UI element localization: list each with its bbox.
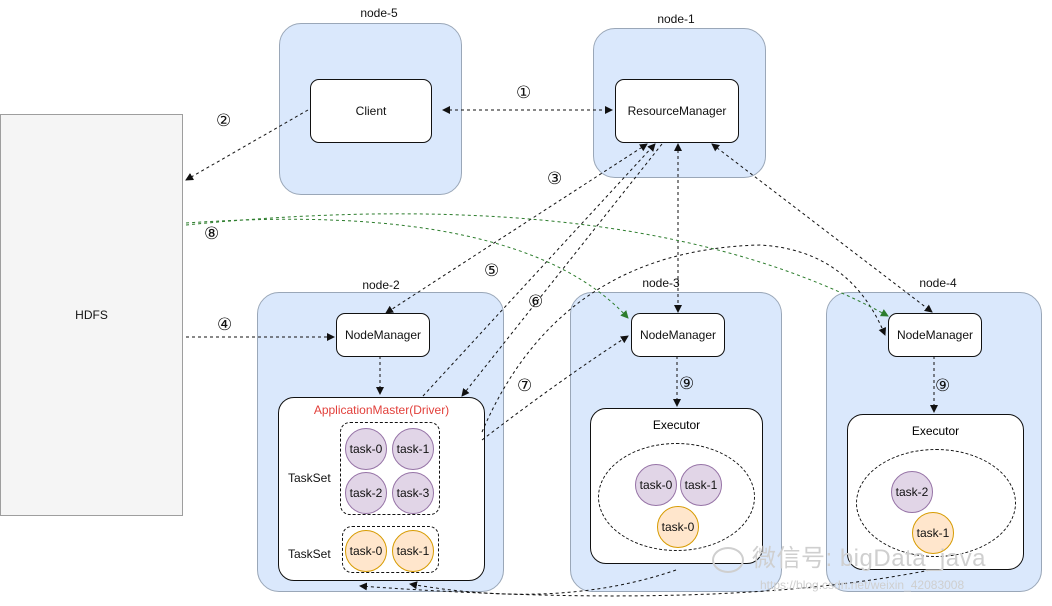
node5-label: node-5 — [360, 6, 398, 20]
arrow-am-rm — [422, 143, 656, 397]
executor3-task: task-0 — [635, 464, 677, 506]
node4-nodemanager-box: NodeManager — [888, 313, 982, 357]
taskset2-group — [342, 526, 439, 573]
taskset1-label: TaskSet — [288, 471, 331, 485]
application-master-label: ApplicationMaster(Driver) — [313, 403, 450, 417]
arrow-am-nm4 — [481, 244, 887, 433]
arrow-exec4-taskset — [359, 569, 931, 597]
node2-nodemanager-label: NodeManager — [344, 328, 422, 342]
watermark: 微信号: bigData_java — [712, 538, 986, 573]
node3-executor-panel: Executor task-0 task-1 task-0 — [590, 408, 763, 564]
step-6-label: ⑥ — [528, 292, 544, 311]
watermark-text: 微信号: bigData_java — [752, 545, 986, 572]
step-4-label: ④ — [217, 315, 233, 334]
step-2-label: ② — [216, 111, 232, 130]
step-9-label-node3: ⑨ — [679, 374, 695, 393]
taskset2-task: task-1 — [392, 530, 434, 572]
step-3-label: ③ — [547, 169, 563, 188]
arrow-exec3-taskset — [409, 569, 677, 595]
node3-executor-oval — [598, 443, 755, 551]
taskset1-task: task-2 — [345, 472, 387, 514]
arrow-rm-nm2 — [385, 143, 648, 314]
taskset1-task: task-0 — [345, 428, 387, 470]
application-master-panel: ApplicationMaster(Driver) TaskSet TaskSe… — [278, 397, 485, 581]
arrow-hdfs-nm4 — [185, 213, 889, 317]
executor3-task: task-0 — [657, 506, 699, 548]
node3-executor-label: Executor — [652, 418, 701, 432]
executor4-task: task-1 — [912, 512, 954, 554]
node4-nodemanager-label: NodeManager — [896, 328, 974, 342]
client-label: Client — [355, 104, 387, 118]
resource-manager-label: ResourceManager — [627, 104, 727, 118]
node3-nodemanager-box: NodeManager — [631, 313, 725, 357]
step-5-label: ⑤ — [484, 261, 500, 280]
hdfs-box: HDFS — [0, 114, 183, 516]
hdfs-label: HDFS — [75, 308, 108, 322]
taskset2-label: TaskSet — [288, 547, 331, 561]
node4-executor-label: Executor — [911, 424, 960, 438]
watermark-url: https://blog.csdn.net/weixin_42083008 — [760, 578, 965, 592]
node4-container: NodeManager Executor task-2 task-1 — [826, 292, 1042, 592]
step-9-label-node4: ⑨ — [935, 376, 951, 395]
node1-label: node-1 — [657, 12, 695, 26]
node2-container: NodeManager ApplicationMaster(Driver) Ta… — [257, 292, 504, 592]
step-7-label: ⑦ — [517, 376, 533, 395]
taskset1-task: task-3 — [392, 472, 434, 514]
wechat-icon — [712, 546, 744, 573]
arrow-hdfs-nm3 — [185, 218, 629, 319]
taskset2-task: task-0 — [345, 530, 387, 572]
executor4-task: task-2 — [891, 471, 933, 513]
executor3-task: task-1 — [680, 464, 722, 506]
arrow-rm-nm4 — [711, 143, 933, 313]
node3-container: NodeManager Executor task-0 task-1 task-… — [570, 292, 782, 592]
arrow-client-hdfs — [185, 109, 309, 181]
step-1-label: ① — [516, 83, 532, 102]
node4-executor-oval — [856, 449, 1016, 557]
resource-manager-box: ResourceManager — [615, 79, 739, 143]
taskset1-group — [340, 422, 440, 515]
node3-label: node-3 — [642, 276, 680, 290]
client-box: Client — [310, 79, 432, 143]
taskset1-task: task-1 — [392, 428, 434, 470]
node4-executor-panel: Executor task-2 task-1 — [847, 414, 1024, 570]
step-8-label: ⑧ — [204, 224, 220, 243]
node2-nodemanager-box: NodeManager — [336, 313, 430, 357]
node3-nodemanager-label: NodeManager — [639, 328, 717, 342]
